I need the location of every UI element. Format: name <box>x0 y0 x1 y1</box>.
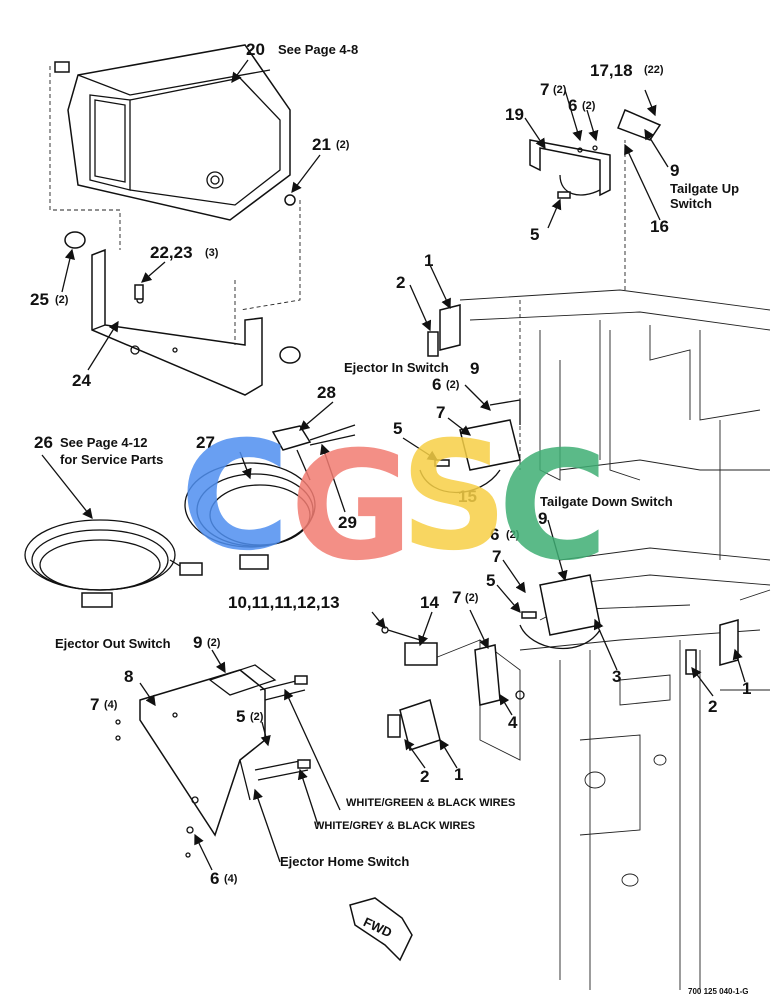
callout-26-note: See Page 4-12 <box>60 435 147 450</box>
ejector-out-label: Ejector Out Switch <box>55 636 171 651</box>
callout-6b-qty: (2) <box>446 379 460 391</box>
callout-9a: 9 <box>670 161 679 180</box>
callout-2b: 2 <box>420 767 429 786</box>
watermark-letter-g: G <box>290 420 413 594</box>
callout-9d: 9 <box>193 633 202 652</box>
callout-28: 28 <box>317 383 336 402</box>
callout-22-23: 22,23 <box>150 243 193 262</box>
watermark-letter-c2: C <box>498 420 608 594</box>
callout-7e: 7 <box>90 695 99 714</box>
callout-8: 8 <box>124 667 133 686</box>
callout-21: 21 <box>312 135 331 154</box>
callout-16: 16 <box>650 217 669 236</box>
forward-arrow <box>349 897 413 962</box>
callout-4: 4 <box>508 713 518 732</box>
callout-2c: 2 <box>708 697 717 716</box>
callout-19: 19 <box>505 105 524 124</box>
callout-6c-qty: (2) <box>506 529 520 541</box>
callout-26: 26 <box>34 433 53 452</box>
callout-6a-qty: (2) <box>582 100 596 112</box>
callout-6c: 6 <box>490 525 499 544</box>
ejector-in-label: Ejector In Switch <box>344 360 449 375</box>
ejector-in-bracket <box>419 399 521 493</box>
callout-15: 15 <box>458 487 477 506</box>
tailgate-up-label: Tailgate Up <box>670 181 739 196</box>
callout-7c: 7 <box>492 547 501 566</box>
callout-7e-qty: (4) <box>104 699 118 711</box>
ejector-home-label: Ejector Home Switch <box>280 854 409 869</box>
tailgate-down-label: Tailgate Down Switch <box>540 494 673 509</box>
callout-1c: 1 <box>742 679 751 698</box>
callout-25: 25 <box>30 290 49 309</box>
callout-6a: 6 <box>568 96 577 115</box>
callout-5a: 5 <box>530 225 539 244</box>
callout-1b: 1 <box>454 765 463 784</box>
callout-29: 29 <box>338 513 357 532</box>
callout-21-qty: (2) <box>336 139 350 151</box>
callout-5d-qty: (2) <box>250 711 264 723</box>
callout-25-qty: (2) <box>55 294 69 306</box>
callout-14: 14 <box>420 593 439 612</box>
callout-9c: 9 <box>538 509 547 528</box>
callout-10-13: 10,11,11,12,13 <box>228 593 340 612</box>
monitor-housing <box>49 44 301 311</box>
callout-6b: 6 <box>432 375 441 394</box>
wires-label-1: WHITE/GREEN & BLACK WIRES <box>346 797 515 809</box>
callout-27: 27 <box>196 433 215 452</box>
callout-20: 20 <box>246 40 265 59</box>
callout-17-18: 17,18 <box>590 61 633 80</box>
callout-7a: 7 <box>540 80 549 99</box>
wires-label-2: WHITE/GREY & BLACK WIRES <box>314 820 475 832</box>
drawing-number: 700 125 040-1-G <box>688 987 749 996</box>
callout-9b: 9 <box>470 359 479 378</box>
callout-24: 24 <box>72 371 91 390</box>
callout-2a: 2 <box>396 273 405 292</box>
callout-3: 3 <box>612 667 621 686</box>
callout-17-qty: (22) <box>644 64 664 76</box>
callout-7d: 7 <box>452 588 461 607</box>
callout-22-qty: (3) <box>205 247 219 259</box>
callout-1a: 1 <box>424 251 433 270</box>
callout-5d: 5 <box>236 707 245 726</box>
callout-6d-qty: (4) <box>224 873 238 885</box>
watermark-letter-s: S <box>400 410 508 584</box>
callout-7b: 7 <box>436 403 445 422</box>
callout-9d-qty: (2) <box>207 637 221 649</box>
leader-lines <box>41 59 746 871</box>
tailgate-up-label-2: Switch <box>670 196 712 211</box>
callout-6d: 6 <box>210 869 219 888</box>
callout-20-note: See Page 4-8 <box>278 42 358 57</box>
harness-coils <box>24 424 356 608</box>
callout-5b: 5 <box>393 419 402 438</box>
callout-5c: 5 <box>486 571 495 590</box>
callout-26-note2: for Service Parts <box>60 452 163 467</box>
callout-7d-qty: (2) <box>465 592 479 604</box>
mounting-bracket <box>64 194 301 396</box>
callout-7a-qty: (2) <box>553 84 567 96</box>
watermark-letter-c1: C <box>180 410 290 584</box>
